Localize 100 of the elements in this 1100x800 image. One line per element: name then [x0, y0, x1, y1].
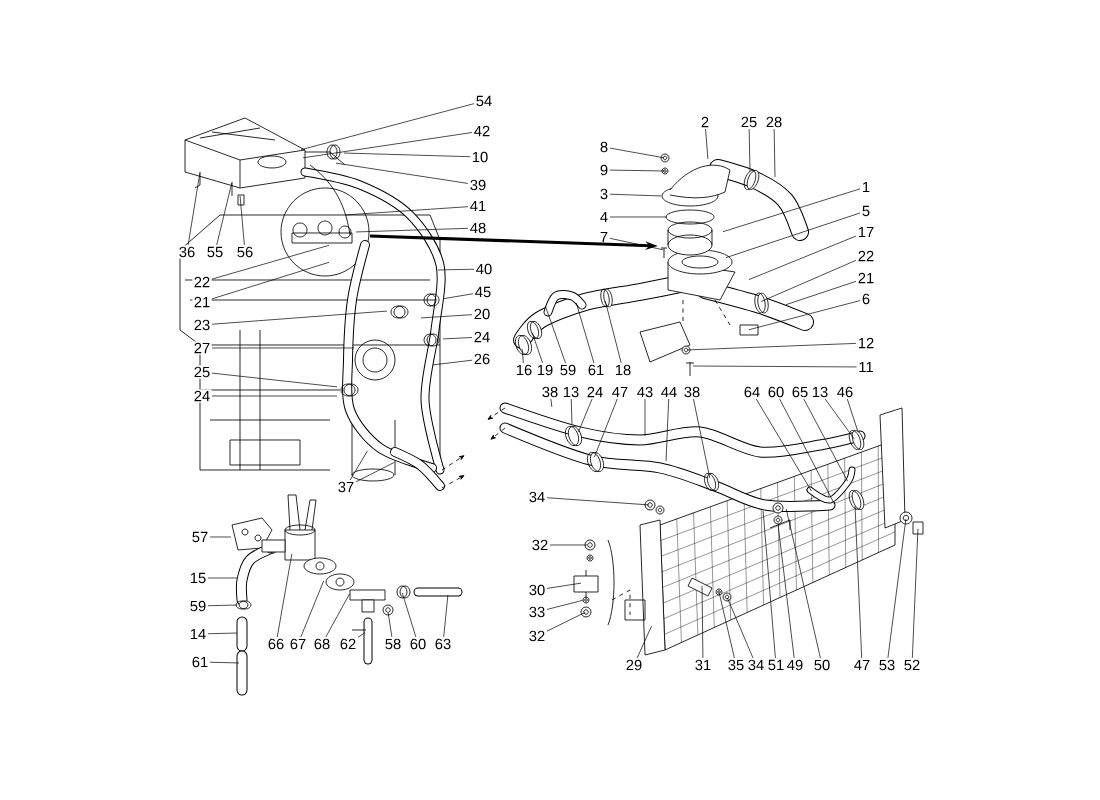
leader-line [545, 305, 566, 364]
leader-line [442, 337, 473, 340]
leader-line [779, 398, 835, 505]
leader-line [575, 302, 595, 364]
leader-line [686, 343, 857, 351]
callout-number: 60 [766, 385, 786, 399]
leader-line [207, 604, 238, 607]
leader-line [578, 398, 593, 433]
callout-number: 47 [852, 658, 872, 672]
callout-number: 37 [336, 480, 356, 494]
callout-number: 12 [856, 336, 876, 350]
callout-number: 43 [635, 385, 655, 399]
leader-line [300, 580, 324, 638]
leader-line [211, 372, 338, 388]
callout-number: 40 [474, 262, 494, 276]
callout-number: 51 [766, 658, 786, 672]
leader-line [443, 594, 449, 638]
leader-line [209, 536, 232, 538]
callout-number: 10 [470, 150, 490, 164]
callout-number: 54 [474, 94, 494, 108]
engine-drawing [179, 117, 446, 491]
leader-line [748, 128, 751, 172]
callout-number: 50 [812, 658, 832, 672]
leader-line [665, 398, 670, 462]
leader-line [550, 398, 553, 408]
leader-line [349, 450, 368, 481]
leader-line [211, 395, 338, 397]
callout-number: 64 [742, 385, 762, 399]
leader-line [748, 300, 861, 331]
leader-line [546, 497, 650, 506]
callout-number: 42 [472, 124, 492, 138]
callout-number: 57 [190, 530, 210, 544]
leader-line [276, 553, 293, 638]
callout-number: 34 [746, 658, 766, 672]
leader-line [644, 398, 646, 437]
callout-number: 53 [877, 658, 897, 672]
callout-number: 5 [860, 204, 872, 218]
leader-line [824, 398, 855, 440]
callout-number: 26 [472, 352, 492, 366]
leader-line [521, 348, 524, 364]
callout-number: 46 [835, 385, 855, 399]
callout-number: 13 [810, 385, 830, 399]
leader-line [570, 398, 573, 425]
callout-number: 38 [682, 385, 702, 399]
leader-line [609, 237, 664, 251]
callout-number: 24 [472, 330, 492, 344]
leader-line [211, 244, 330, 280]
leader-line [725, 212, 861, 259]
leader-line [345, 206, 469, 216]
leader-line [609, 169, 665, 172]
leader-line [437, 268, 475, 271]
leader-line [211, 347, 355, 349]
leader-line [636, 625, 652, 659]
leader-line [207, 632, 238, 635]
leader-line [722, 188, 861, 233]
leader-line [609, 216, 668, 218]
leader-line [785, 508, 821, 659]
callout-number: 31 [693, 658, 713, 672]
callout-number: 59 [188, 599, 208, 613]
leader-line [216, 182, 233, 246]
leader-line [609, 147, 665, 159]
callout-number: 29 [624, 658, 644, 672]
leader-line [549, 544, 588, 546]
leader-line [693, 398, 711, 479]
leader-line [355, 462, 395, 483]
callout-number: 19 [535, 363, 555, 377]
leader-line [209, 661, 240, 664]
leader-line [211, 261, 330, 300]
callout-number: 16 [514, 363, 534, 377]
leader-line [887, 518, 907, 659]
leader-line [302, 132, 473, 159]
leader-line [773, 128, 776, 178]
callout-number: 35 [726, 658, 746, 672]
leader-line [187, 172, 201, 246]
leader-line [911, 528, 919, 659]
callout-number: 6 [860, 292, 872, 306]
leader-line [705, 128, 709, 160]
leader-line [442, 293, 474, 300]
leader-line [357, 632, 366, 638]
leader-line [718, 592, 735, 659]
callout-number: 18 [613, 363, 633, 377]
callout-number: 45 [473, 285, 493, 299]
callout-number: 41 [468, 199, 488, 213]
leader-line [762, 510, 776, 659]
leader-line [846, 398, 859, 432]
leader-line [325, 593, 350, 638]
leader-line [207, 577, 238, 579]
leader-line [609, 193, 662, 197]
leader-line [727, 597, 754, 659]
leader-line [604, 300, 622, 364]
leader-line [355, 227, 469, 233]
callout-number: 44 [659, 385, 679, 399]
leader-line [785, 281, 857, 306]
leader-line [420, 314, 473, 319]
leader-line [748, 235, 857, 280]
leader-line [401, 592, 417, 638]
callout-number: 21 [856, 271, 876, 285]
leader-line [432, 359, 473, 366]
leader-line [546, 582, 582, 589]
leader-line [701, 585, 704, 659]
